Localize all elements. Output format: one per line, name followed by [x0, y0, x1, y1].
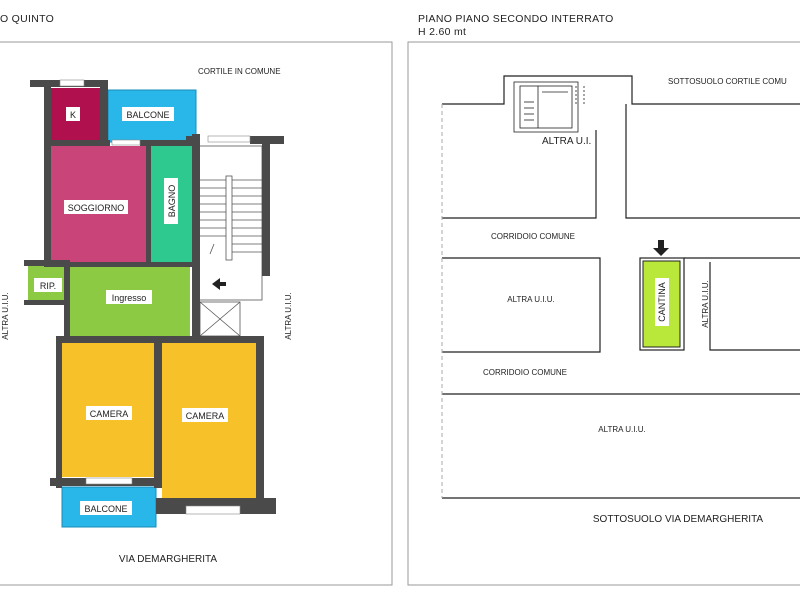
left-side-label: ALTRA U.I.U.: [1, 292, 10, 339]
stairwell: [195, 145, 263, 301]
unit-right-label: ALTRA U.I.U.: [701, 280, 710, 327]
unit-left-label: ALTRA U.I.U.: [507, 295, 554, 304]
basement-stairs: [513, 81, 585, 133]
street-label-left: VIA DEMARGHERITA: [119, 554, 217, 565]
street-label-right: SOTTOSUOLO VIA DEMARGHERITA: [593, 514, 764, 525]
entrance-label: Ingresso: [112, 293, 147, 303]
label-box: [80, 501, 132, 515]
left-plan-title: O QUINTO: [0, 13, 54, 25]
cellar-label: CANTINA: [657, 282, 667, 322]
corridor-bottom-label: CORRIDOIO COMUNE: [483, 368, 567, 377]
right-plan-title: PIANO PIANO SECONDO INTERRATO: [418, 13, 614, 25]
right-panel-frame: [407, 41, 800, 586]
label-box: [122, 107, 174, 121]
bedroom-right-label: CAMERA: [186, 411, 225, 421]
courtyard-underground-label: SOTTOSUOLO CORTILE COMU: [668, 77, 787, 86]
label-box: [182, 408, 228, 422]
kitchen-label: K: [70, 110, 76, 120]
windows: [59, 79, 251, 515]
stair-label: ALTRA U.I.: [542, 136, 591, 147]
right-side-label: ALTRA U.I.U.: [284, 292, 293, 339]
label-box: [106, 290, 152, 304]
courtyard-label: CORTILE IN COMUNE: [198, 67, 281, 76]
storage-label: RIP.: [40, 281, 56, 291]
entry-arrow-icon: [212, 278, 226, 290]
label-box: [86, 406, 132, 420]
height-label: H 2.60 mt: [418, 26, 466, 38]
balcony-bottom-label: BALCONE: [84, 504, 127, 514]
label-box: [655, 278, 669, 326]
right-floor-plan: PIANO PIANO SECONDO INTERRATO H 2.60 mt …: [407, 13, 800, 586]
left-floor-plan: O QUINTO CORTILE IN COMUNE BALCONE K SOG…: [0, 13, 393, 586]
elevator: [199, 301, 241, 337]
label-box: [164, 178, 178, 224]
left-panel-frame: [0, 41, 393, 586]
bathroom-label: BAGNO: [167, 185, 177, 218]
label-box: [64, 200, 128, 214]
living-room-label: SOGGIORNO: [68, 203, 125, 213]
label-box: [34, 278, 62, 292]
bedroom-left-label: CAMERA: [90, 409, 129, 419]
basement-walls: [442, 75, 800, 499]
balcony-top-label: BALCONE: [126, 110, 169, 120]
unit-bottom-label: ALTRA U.I.U.: [598, 425, 645, 434]
label-box: [66, 107, 80, 121]
corridor-top-label: CORRIDOIO COMUNE: [491, 232, 575, 241]
entry-arrow-icon: [653, 240, 669, 256]
